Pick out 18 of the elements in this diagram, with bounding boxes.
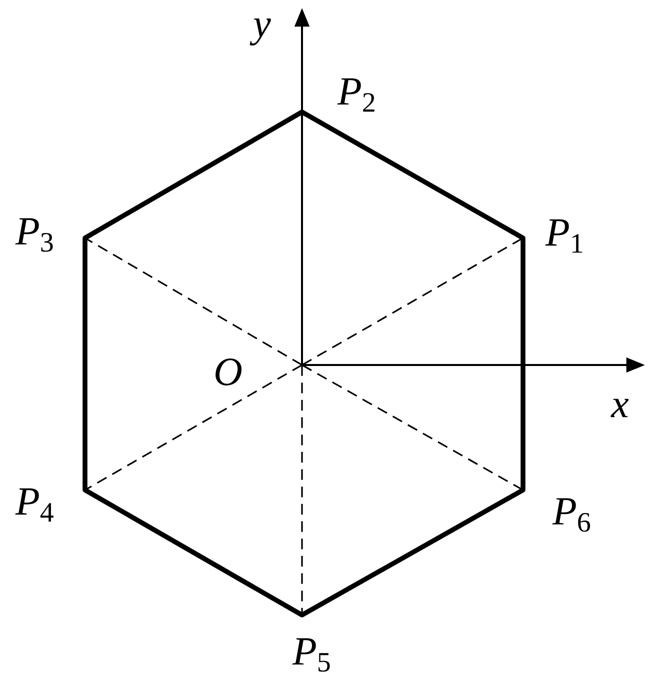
point-label: P$_{4}$ <box>15 488 54 522</box>
point-label: P$_{6}$ <box>552 498 590 532</box>
axis-label: y <box>250 18 271 46</box>
point-label: O <box>216 358 242 386</box>
hexagon-line <box>302 237 524 366</box>
hexagon-line <box>300 488 526 618</box>
point-label: P$_{1}$ <box>545 219 582 253</box>
hexagon-line <box>84 237 302 366</box>
point-label: P$_{5}$ <box>292 638 330 672</box>
hexagon-line <box>82 236 88 492</box>
hexagon-line <box>520 236 526 492</box>
hexagon-line <box>84 364 302 491</box>
hexagon-line <box>302 364 524 491</box>
point-label: P$_{3}$ <box>15 218 53 252</box>
axis-label: x <box>610 398 629 418</box>
hexagon-line <box>301 365 303 615</box>
point-label: P$_{2}$ <box>337 78 374 112</box>
hexagon-line <box>82 488 304 618</box>
